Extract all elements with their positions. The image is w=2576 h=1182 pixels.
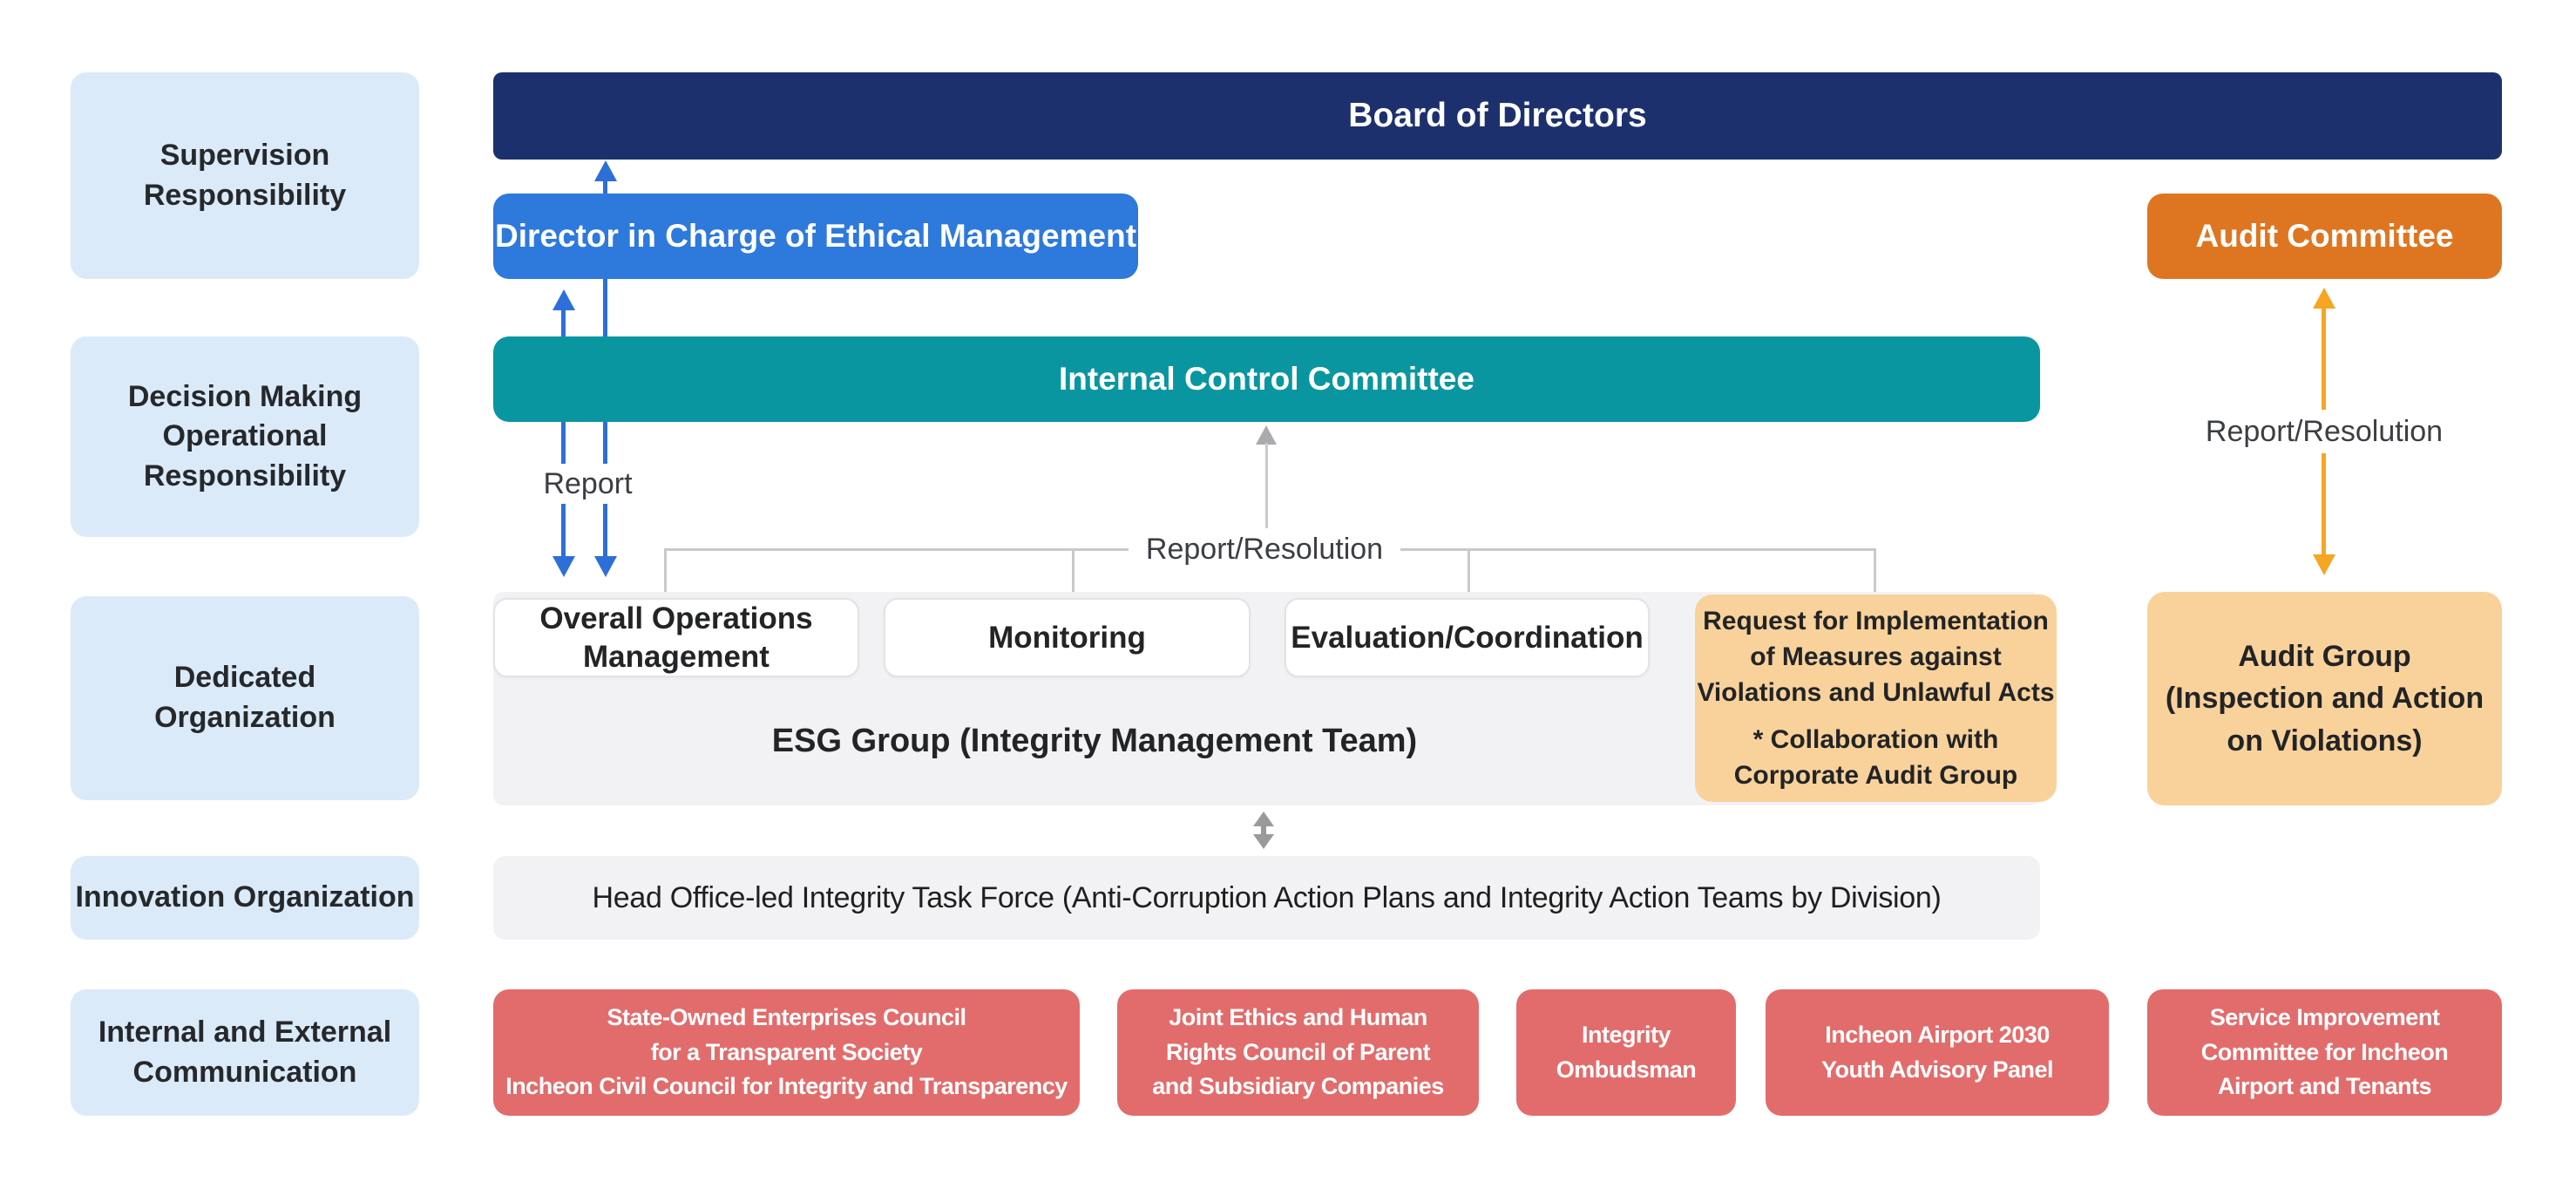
node-board-of-directors: Board of Directors	[493, 72, 2502, 160]
node-internal-control-committee: Internal Control Committee	[493, 336, 2040, 422]
arrowhead-orange-down	[2313, 554, 2335, 575]
side-label-innovation-organization: Innovation Organization	[71, 856, 419, 940]
arrowhead-small-gray-down	[1253, 834, 1274, 849]
edge-internal-to-director	[561, 309, 566, 336]
arrowhead-up-to-board	[594, 160, 617, 181]
node-audit-committee: Audit Committee	[2147, 194, 2502, 279]
edge-director-to-board	[603, 178, 607, 194]
node-task-force: Head Office-led Integrity Task Force (An…	[493, 856, 2040, 940]
arrowhead-gray-up-to-internal-control	[1256, 425, 1277, 445]
edge-label-report-resolution-right: Report/Resolution	[2186, 410, 2463, 453]
arrowhead-down-left	[552, 556, 575, 577]
node-monitoring: Monitoring	[884, 598, 1251, 677]
edge-gray-stub-monitoring	[1072, 548, 1074, 598]
edge-gray-stub-overall-ops	[664, 548, 667, 598]
arrowhead-up-to-director	[552, 289, 575, 310]
edge-gray-vertical	[1265, 443, 1268, 551]
arrowhead-small-gray-up	[1253, 812, 1274, 826]
edge-label-report-resolution-center: Report/Resolution	[1129, 528, 1400, 570]
edge-director-down	[603, 279, 607, 336]
edge-small-gray-line	[1261, 823, 1266, 837]
arrowhead-down-right	[594, 556, 617, 577]
edge-label-report: Report	[516, 464, 660, 504]
node-director-ethical-management: Director in Charge of Ethical Management	[493, 194, 1138, 279]
esg-group-label: ESG Group (Integrity Management Team)	[771, 722, 1418, 759]
node-evaluation-coordination: Evaluation/Coordination	[1285, 598, 1650, 677]
edge-gray-stub-evaluation	[1468, 548, 1470, 598]
arrowhead-orange-up	[2313, 288, 2335, 309]
edge-gray-stub-request	[1874, 548, 1876, 594]
